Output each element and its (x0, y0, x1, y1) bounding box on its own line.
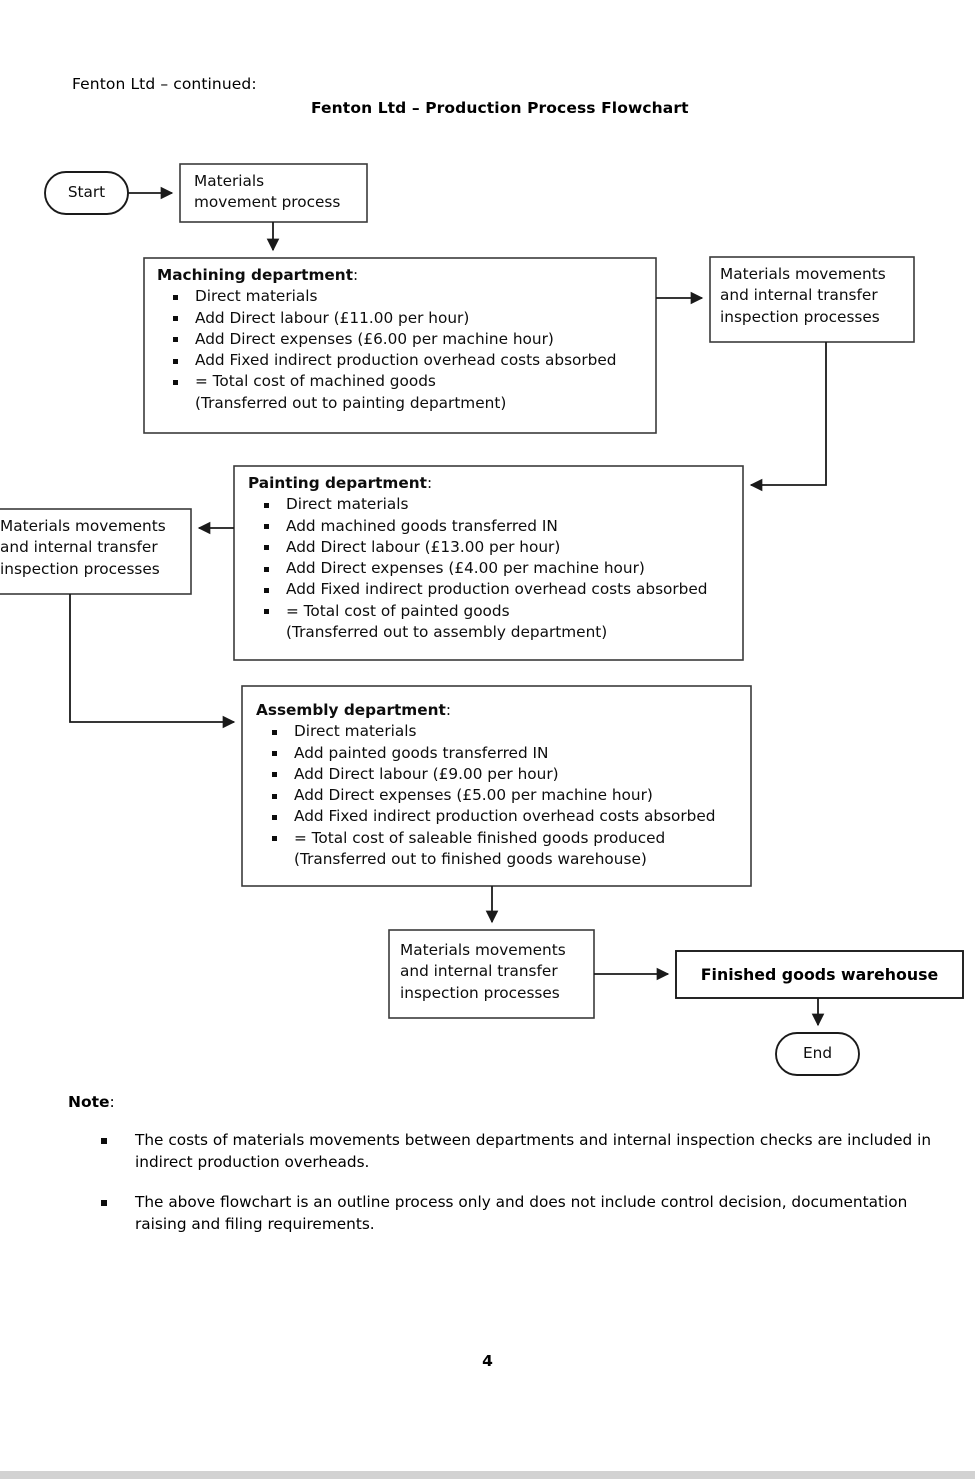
inspection-right-line2: and internal transfer (720, 286, 878, 305)
painting-item: Add Direct expenses (£4.00 per machine h… (248, 558, 708, 579)
note-item: The above flowchart is an outline proces… (68, 1192, 948, 1235)
inspection-right-line1: Materials movements (720, 265, 886, 283)
painting-department-box (233, 465, 744, 661)
assembly-item: Add Direct labour (£9.00 per hour) (256, 764, 716, 785)
inspection-left-box (0, 508, 192, 595)
viewer-bottom-edge (0, 1471, 975, 1479)
machining-item-list: Direct materials Add Direct labour (£11.… (157, 286, 617, 414)
machining-item: = Total cost of machined goods (157, 371, 617, 392)
inspection-left-line1: Materials movements (0, 517, 166, 535)
painting-item: = Total cost of painted goods (248, 601, 708, 622)
finished-goods-warehouse-label: Finished goods warehouse (700, 965, 939, 984)
connector-inspection-right-to-painting (749, 342, 827, 492)
inspection-bottom-text: Materials movements and internal transfe… (400, 940, 566, 1004)
painting-heading-colon: : (426, 474, 433, 492)
page-number: 4 (482, 1352, 493, 1370)
finished-goods-warehouse-box (675, 950, 964, 999)
inspection-right-text: Materials movements and internal transfe… (720, 264, 886, 328)
notes-list: The costs of materials movements between… (68, 1130, 948, 1235)
connector-inspection-left-to-assembly (69, 594, 236, 729)
painting-department-text: Painting department: Direct materials Ad… (248, 473, 708, 643)
painting-item: Add Direct labour (£13.00 per hour) (248, 537, 708, 558)
machining-department-text: Machining department: Direct materials A… (157, 265, 617, 414)
inspection-right-line3: inspection processes (720, 307, 880, 326)
assembly-heading-colon: : (445, 701, 451, 719)
inspection-bottom-box (388, 929, 595, 1019)
machining-heading: Machining department: (157, 266, 359, 284)
inspection-left-line3: inspection processes (0, 559, 160, 578)
note-item: The costs of materials movements between… (68, 1130, 948, 1173)
inspection-right-box (709, 256, 915, 343)
machining-department-box (143, 257, 657, 434)
machining-heading-colon: : (353, 266, 359, 284)
machining-item: Add Direct labour (£11.00 per hour) (157, 308, 617, 329)
painting-item-list: Direct materials Add machined goods tran… (248, 494, 708, 643)
materials-movement-line2: movement process (194, 193, 341, 212)
notes-heading: Note: (68, 1093, 115, 1111)
assembly-item: Add Direct expenses (£5.00 per machine h… (256, 785, 716, 806)
assembly-item: Add Fixed indirect production overhead c… (256, 806, 716, 827)
start-node-label: Start (67, 183, 106, 201)
inspection-bottom-line3: inspection processes (400, 983, 560, 1002)
machining-footnote: (Transferred out to painting department) (195, 393, 507, 412)
painting-item: Add machined goods transferred IN (248, 516, 708, 537)
assembly-footnote: (Transferred out to finished goods wareh… (294, 850, 647, 869)
assembly-department-text: Assembly department: Direct materials Ad… (256, 700, 716, 870)
flowchart-diagram (0, 163, 964, 1076)
notes-heading-colon: : (109, 1093, 115, 1111)
end-node-label: End (802, 1044, 833, 1062)
painting-item: Direct materials (248, 494, 708, 515)
machining-item: Add Direct expenses (£6.00 per machine h… (157, 329, 617, 350)
assembly-department-box (241, 685, 752, 887)
assembly-heading: Assembly department: (256, 701, 451, 719)
machining-item: Direct materials (157, 286, 617, 307)
assembly-item: = Total cost of saleable finished goods … (256, 828, 716, 849)
assembly-item-list: Direct materials Add painted goods trans… (256, 721, 716, 870)
machining-item: Add Fixed indirect production overhead c… (157, 350, 617, 371)
inspection-bottom-line1: Materials movements (400, 941, 566, 959)
notes-section: Note: The costs of materials movements b… (68, 1093, 948, 1254)
materials-movement-box (179, 163, 368, 223)
continued-line: Fenton Ltd – continued: (72, 75, 257, 93)
inspection-left-line2: and internal transfer (0, 538, 158, 557)
materials-movement-text: Materials movement process (194, 171, 340, 214)
page-title: Fenton Ltd – Production Process Flowchar… (311, 99, 689, 117)
painting-item: Add Fixed indirect production overhead c… (248, 579, 708, 600)
inspection-bottom-line2: and internal transfer (400, 962, 558, 981)
assembly-item: Direct materials (256, 721, 716, 742)
materials-movement-line1: Materials (194, 172, 265, 190)
assembly-item: Add painted goods transferred IN (256, 743, 716, 764)
painting-heading: Painting department: (248, 474, 433, 492)
painting-footnote: (Transferred out to assembly department) (286, 623, 608, 642)
inspection-left-text: Materials movements and internal transfe… (0, 516, 166, 580)
end-node-shape (775, 1032, 860, 1076)
